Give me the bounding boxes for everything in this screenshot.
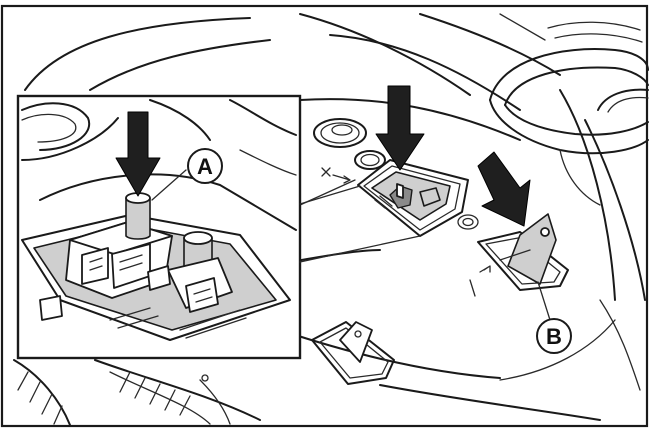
inset-leader-top: [299, 185, 361, 205]
callout-b-leader: [537, 281, 551, 321]
inset-leader-bottom: [299, 235, 421, 263]
fill-openings: [313, 118, 386, 170]
inset-content: [21, 99, 297, 341]
callout-b-label: B: [546, 324, 562, 349]
callout-b-circle: [536, 318, 572, 354]
detail-inset: A: [16, 94, 421, 360]
callout-a-label: A: [197, 154, 213, 179]
panel-a-arrow-icon: [375, 85, 425, 171]
lower-lever: [311, 321, 395, 385]
switch-panel-a: [321, 159, 469, 237]
inset-arrow-icon: [115, 111, 161, 197]
callout-a-circle: [187, 148, 223, 184]
steering-wheel: [489, 21, 649, 206]
lever-b-arrow-icon: [477, 151, 531, 227]
lever-b: [469, 213, 569, 297]
machine-body: [13, 13, 646, 426]
callout-a: A: [187, 148, 223, 184]
callout-b: B: [536, 281, 572, 354]
